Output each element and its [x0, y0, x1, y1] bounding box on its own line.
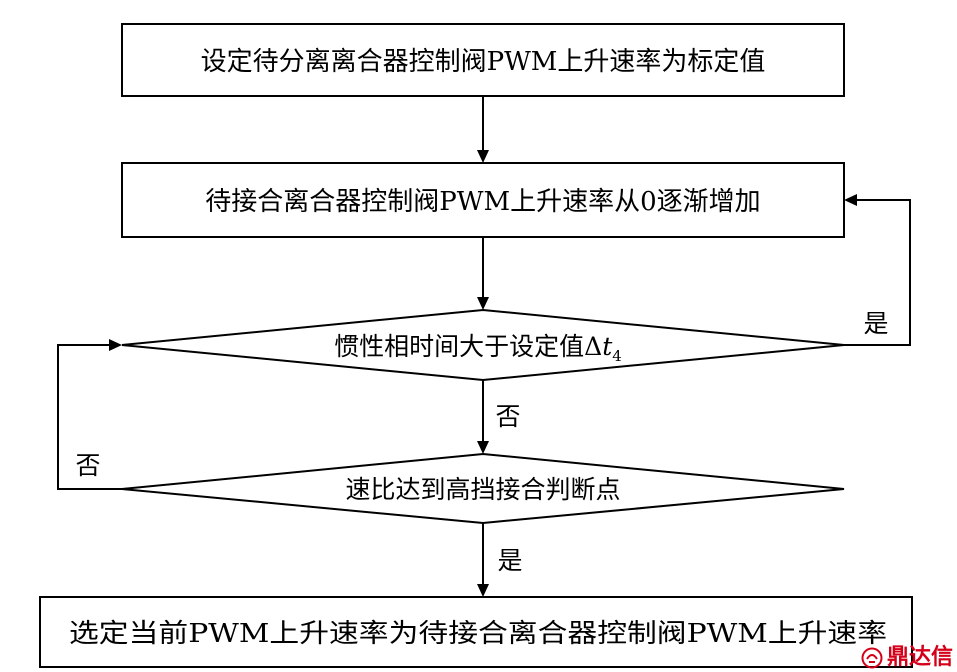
arrowhead-d1-yes — [844, 194, 857, 206]
decision2-text: 速比达到高挡接合判断点 — [345, 475, 620, 504]
d2-yes-label: 是 — [497, 546, 522, 575]
d1-yes-label: 是 — [863, 309, 888, 338]
step1-text: 设定待分离离合器控制阀PWM上升速率为标定值 — [201, 47, 766, 77]
watermark-logo-icon — [861, 647, 883, 669]
d1-no-label: 否 — [495, 402, 520, 431]
step2-text: 待接合离合器控制阀PWM上升速率从0逐渐增加 — [205, 187, 760, 217]
arrowhead-d2-final — [477, 584, 489, 597]
step2-box — [121, 162, 845, 238]
final-box — [39, 596, 913, 668]
watermark-text: 鼎达信 — [886, 645, 953, 670]
connector-d2-no-loop — [57, 344, 122, 490]
d2-no-label: 否 — [75, 451, 100, 480]
watermark: 鼎达信 — [861, 646, 953, 670]
arrowhead-d2-no — [109, 339, 122, 351]
connector-d1-yes-loop — [844, 199, 911, 346]
arrowhead-d1-d2 — [477, 441, 489, 454]
final-text: 选定当前PWM上升速率为待接合离合器控制阀PWM上升速率 — [69, 619, 887, 649]
step1-box — [121, 23, 845, 97]
arrowhead-2-d1 — [477, 297, 489, 310]
decision2-diamond — [121, 452, 845, 525]
decision1-text: 惯性相时间大于设定值Δt4 — [334, 332, 622, 365]
arrowhead-1-2 — [477, 150, 489, 163]
